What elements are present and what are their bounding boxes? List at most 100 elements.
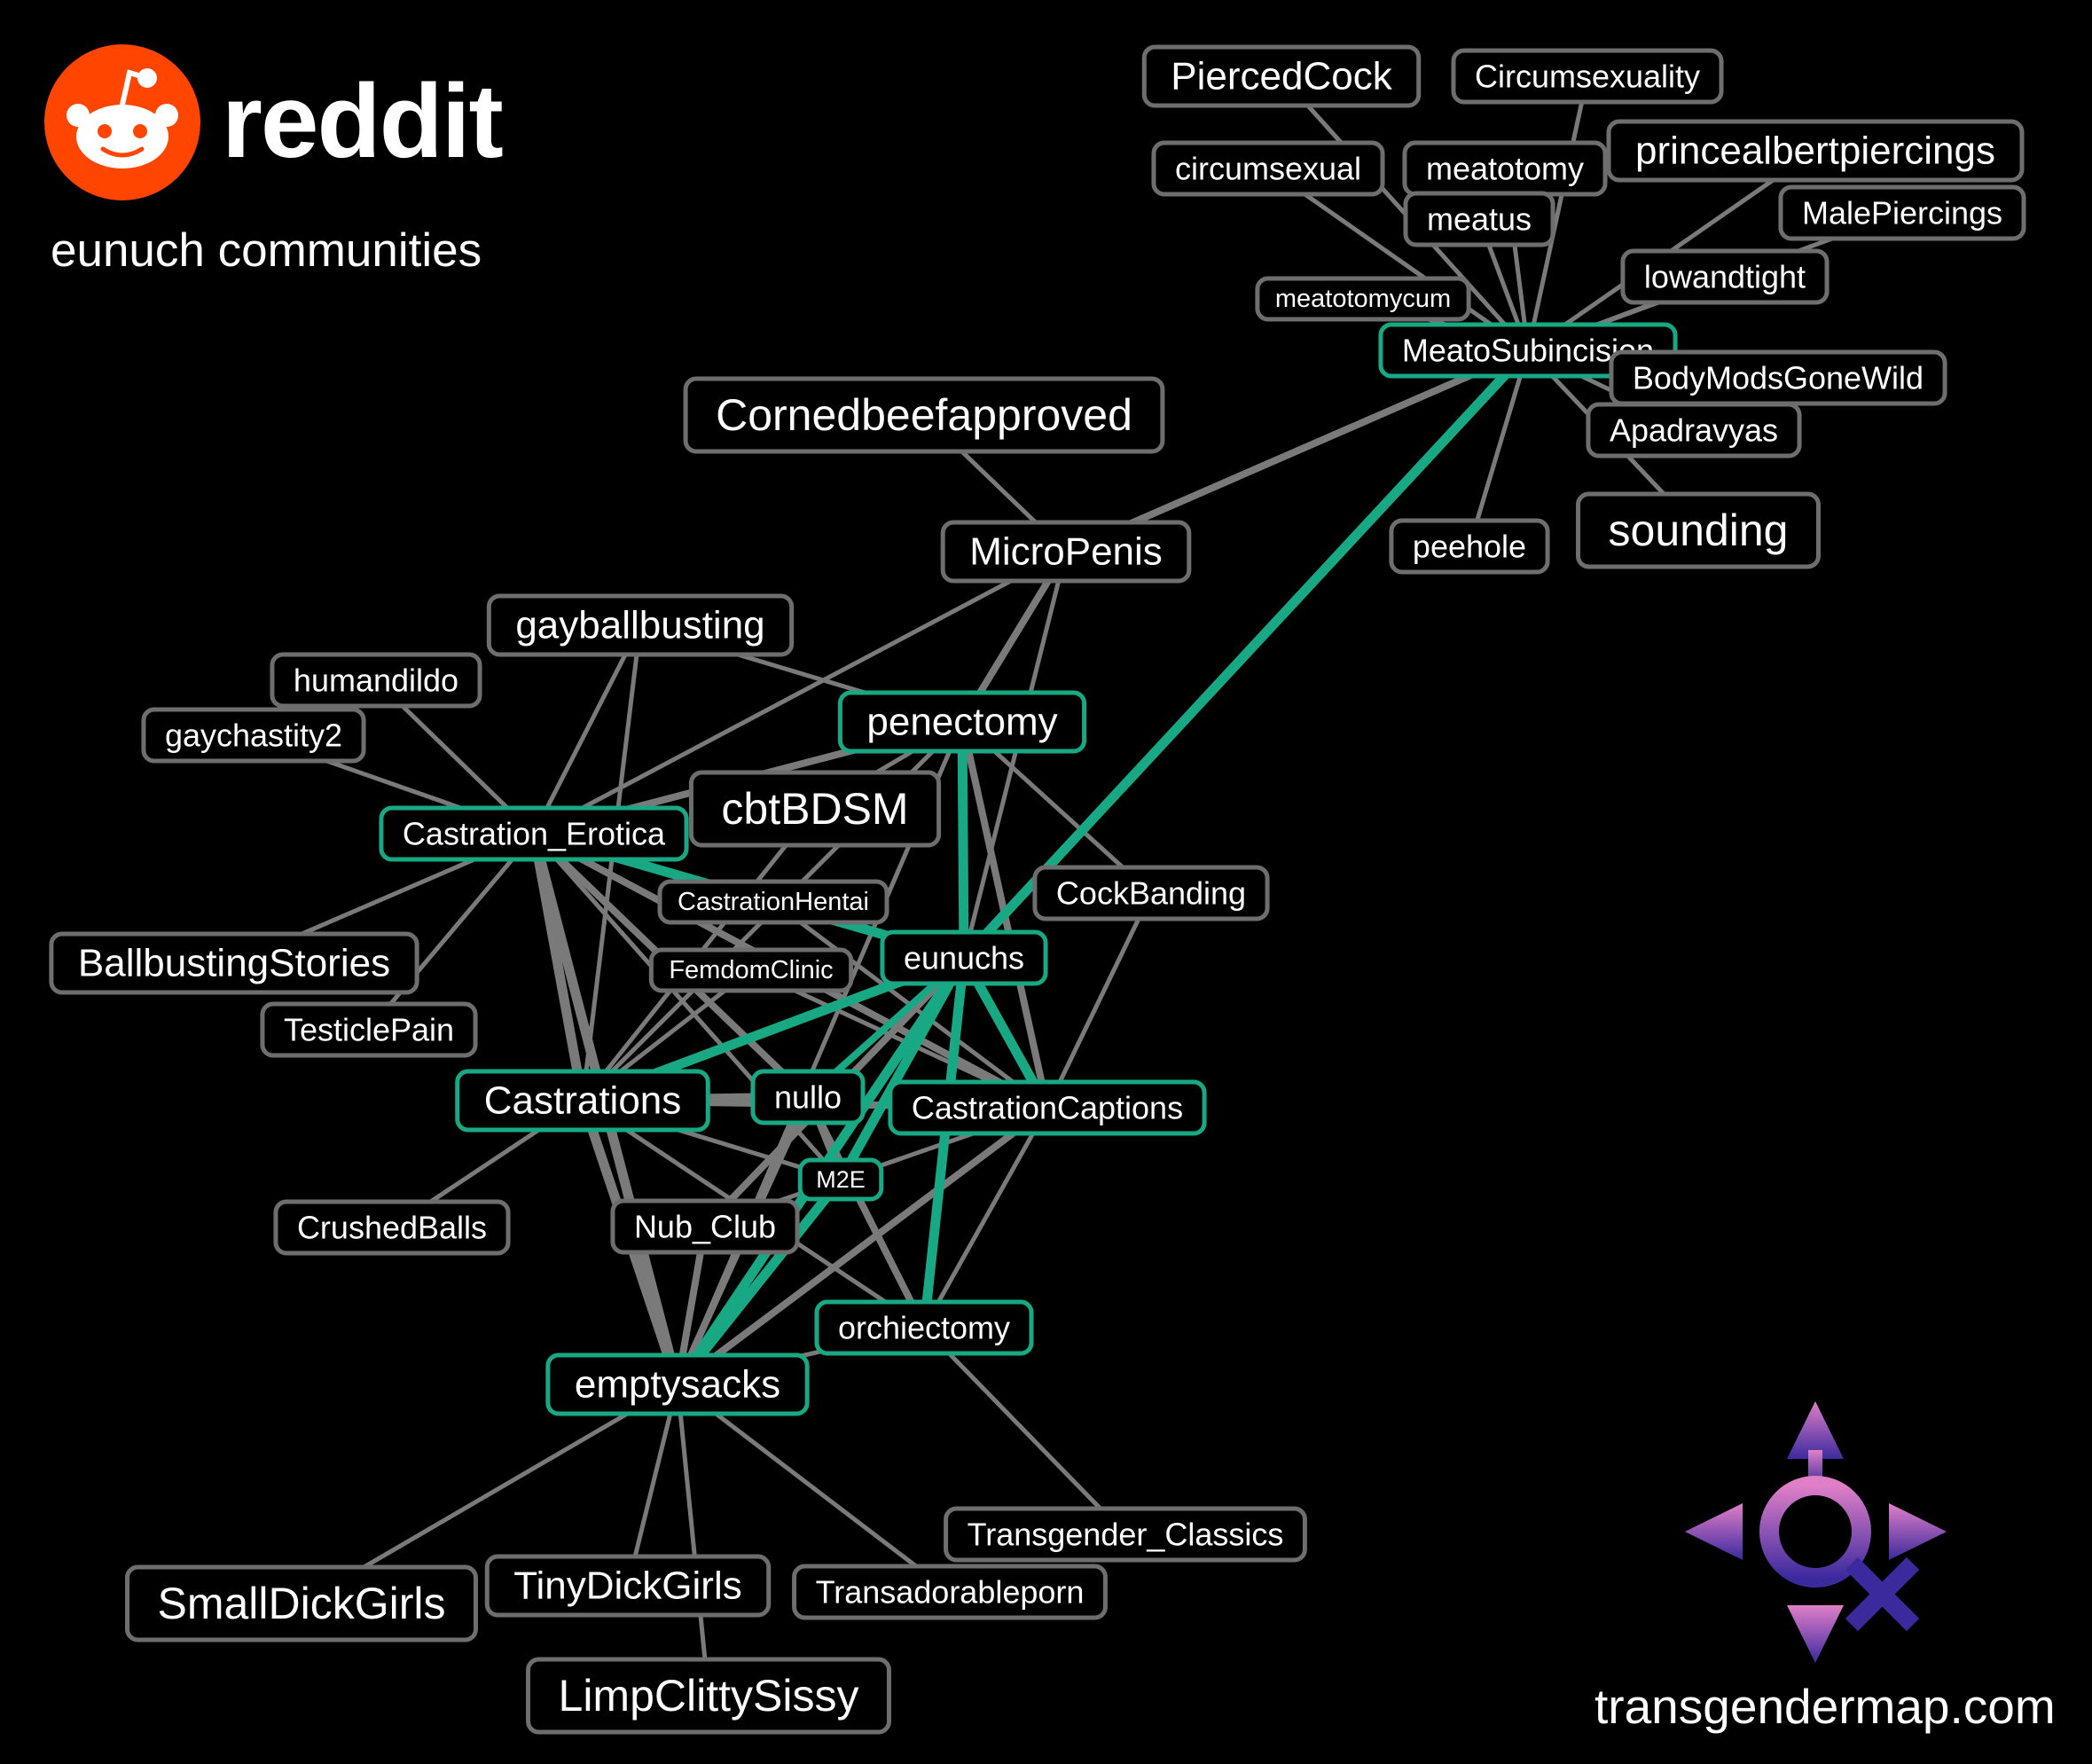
node-CrushedBalls[interactable]: CrushedBalls — [273, 1199, 511, 1256]
edge-gayballbusting-Castration_Erotica — [531, 623, 643, 836]
node-label: nullo — [774, 1079, 842, 1116]
node-penectomy[interactable]: penectomy — [837, 690, 1087, 754]
node-princealbertpiercings[interactable]: princealbertpiercings — [1606, 119, 2025, 183]
edge-MeatoSubincision-peehole — [1467, 348, 1531, 549]
node-Transadorableporn[interactable]: Transadorableporn — [792, 1564, 1108, 1620]
node-Nub_Club[interactable]: Nub_Club — [610, 1198, 800, 1255]
node-label: lowandtight — [1644, 259, 1806, 295]
edge-emptysacks-Transadorableporn — [675, 1382, 952, 1595]
node-MicroPenis[interactable]: MicroPenis — [940, 520, 1192, 584]
edge-penectomy-eunuchs — [957, 717, 969, 963]
node-label: BodyModsGoneWild — [1633, 360, 1924, 396]
node-label: meatotomycum — [1275, 285, 1451, 313]
node-orchiectomy[interactable]: orchiectomy — [814, 1299, 1034, 1356]
node-circumsexual[interactable]: circumsexual — [1151, 140, 1385, 197]
node-label: cbtBDSM — [721, 784, 908, 834]
edge-gayballbusting-Castrations — [580, 623, 643, 1103]
node-label: Transadorableporn — [816, 1574, 1085, 1611]
node-meatus[interactable]: meatus — [1403, 191, 1555, 247]
diagram-subtitle: eunuch communities — [51, 224, 482, 277]
node-label: meatus — [1427, 201, 1532, 238]
node-M2E[interactable]: M2E — [797, 1157, 884, 1202]
node-box — [610, 1198, 800, 1255]
node-box — [270, 652, 482, 709]
node-box — [648, 947, 854, 993]
node-box — [1141, 44, 1422, 108]
node-nullo[interactable]: nullo — [750, 1069, 866, 1125]
node-box — [484, 1554, 772, 1618]
node-layer: PiercedCock Circumsexuality circumsexual me… — [49, 44, 2026, 1735]
node-Castrations[interactable]: Castrations — [455, 1069, 710, 1133]
node-eunuchs[interactable]: eunuchs — [880, 929, 1048, 986]
node-box — [486, 593, 795, 657]
node-TesticlePain[interactable]: TesticlePain — [260, 1001, 478, 1058]
node-box — [260, 1001, 478, 1058]
edge-MeatoSubincision-circumsexual — [1265, 166, 1531, 353]
node-cbtBDSM[interactable]: cbtBDSM — [688, 770, 942, 848]
node-box — [49, 931, 419, 995]
node-FemdomClinic[interactable]: FemdomClinic — [648, 947, 854, 993]
node-Circumsexuality[interactable]: Circumsexuality — [1451, 48, 1724, 105]
edge-orchiectomy-Transgender_Classics — [921, 1325, 1128, 1537]
node-box — [683, 376, 1165, 454]
node-CastrationHentai[interactable]: CastrationHentai — [657, 879, 889, 925]
node-box — [379, 805, 689, 862]
node-MalePiercings[interactable]: MalePiercings — [1778, 184, 2026, 241]
node-box — [1586, 402, 1802, 459]
node-BodyModsGoneWild[interactable]: BodyModsGoneWild — [1609, 349, 1947, 406]
node-box — [125, 1564, 478, 1642]
node-box — [1778, 184, 2026, 241]
node-TinyDickGirls[interactable]: TinyDickGirls — [484, 1554, 772, 1618]
node-box — [545, 1352, 810, 1416]
node-gayballbusting[interactable]: gayballbusting — [486, 593, 795, 657]
node-box — [141, 707, 366, 764]
node-BallbustingStories[interactable]: BallbustingStories — [49, 931, 419, 995]
node-label: circumsexual — [1175, 151, 1361, 187]
node-CastrationCaptions[interactable]: CastrationCaptions — [888, 1079, 1207, 1136]
node-peehole[interactable]: peehole — [1389, 518, 1550, 575]
edge-CastrationCaptions-orchiectomy — [921, 1105, 1050, 1330]
node-box — [797, 1157, 884, 1202]
node-label: sounding — [1609, 506, 1789, 555]
node-label: Circumsexuality — [1475, 59, 1700, 95]
node-Apadravyas[interactable]: Apadravyas — [1586, 402, 1802, 459]
node-humandildo[interactable]: humandildo — [270, 652, 482, 709]
node-box — [940, 520, 1192, 584]
node-meatotomy[interactable]: meatotomy — [1402, 140, 1608, 197]
node-label: PiercedCock — [1171, 55, 1392, 98]
node-box — [792, 1564, 1108, 1620]
node-label: MicroPenis — [969, 530, 1163, 574]
node-Cornedbeefapproved[interactable]: Cornedbeefapproved — [683, 376, 1165, 454]
node-PiercedCock[interactable]: PiercedCock — [1141, 44, 1422, 108]
edge-nullo-orchiectomy — [804, 1094, 928, 1331]
node-meatotomycum[interactable]: meatotomycum — [1255, 276, 1471, 322]
node-box — [1255, 276, 1471, 322]
node-box — [273, 1199, 511, 1256]
node-label: Apadravyas — [1610, 412, 1778, 449]
node-SmallDickGirls[interactable]: SmallDickGirls — [125, 1564, 478, 1642]
node-emptysacks[interactable]: emptysacks — [545, 1352, 810, 1416]
node-label: humandildo — [294, 662, 458, 699]
node-box — [750, 1069, 866, 1125]
node-sounding[interactable]: sounding — [1576, 491, 1821, 569]
node-box — [455, 1069, 710, 1133]
node-Transgender_Classics[interactable]: Transgender_Classics — [944, 1506, 1307, 1563]
node-CockBanding[interactable]: CockBanding — [1032, 865, 1270, 921]
node-Castration_Erotica[interactable]: Castration_Erotica — [379, 805, 689, 862]
node-label: CockBanding — [1056, 875, 1246, 912]
node-label: princealbertpiercings — [1635, 129, 1995, 173]
node-LimpClittySissy[interactable]: LimpClittySissy — [526, 1657, 891, 1735]
node-box — [1403, 191, 1555, 247]
node-label: emptysacks — [575, 1363, 780, 1407]
node-label: MalePiercings — [1802, 195, 2002, 231]
node-gaychastity2[interactable]: gaychastity2 — [141, 707, 366, 764]
node-box — [1389, 518, 1550, 575]
node-box — [657, 879, 889, 925]
node-label: CastrationCaptions — [912, 1090, 1183, 1126]
node-lowandtight[interactable]: lowandtight — [1620, 248, 1830, 305]
node-label: CrushedBalls — [297, 1210, 487, 1246]
node-box — [814, 1299, 1034, 1356]
node-label: meatotomy — [1426, 151, 1584, 187]
edge-emptysacks-TinyDickGirls — [625, 1382, 680, 1588]
